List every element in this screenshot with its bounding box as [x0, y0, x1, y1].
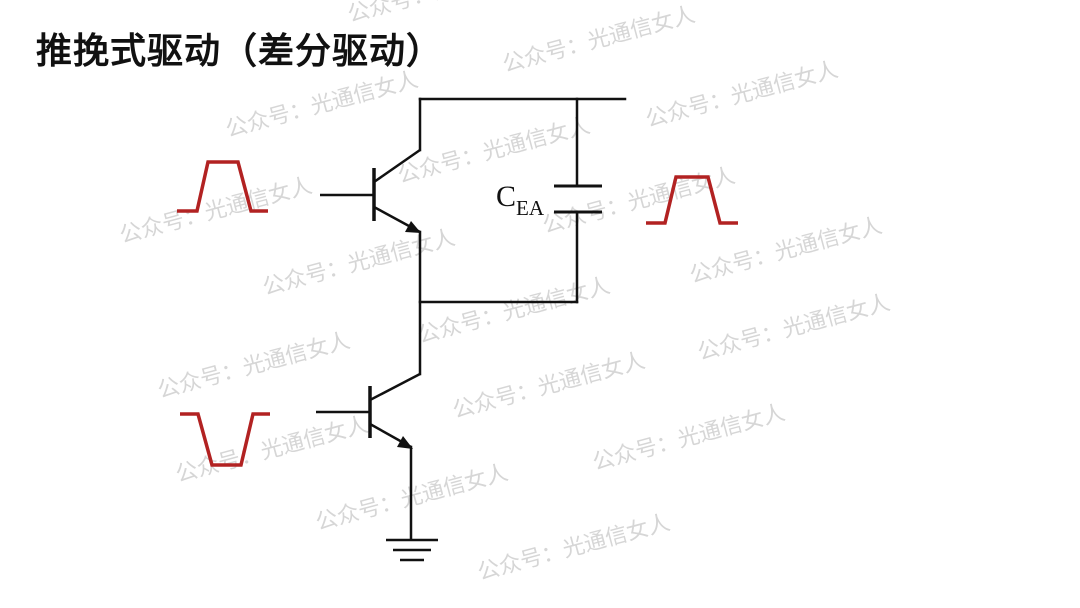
watermark-text: 公众号：光通信女人	[395, 113, 593, 188]
capacitor-icon	[554, 184, 602, 214]
watermark-text: 公众号：光通信女人	[415, 273, 613, 348]
circuit-wires	[409, 97, 627, 540]
slide-title: 推挽式驱动（差分驱动）	[36, 31, 444, 72]
watermark-text: 公众号：光通信女人	[687, 213, 885, 288]
watermark-text: 公众号：光通信女人	[173, 412, 371, 487]
capacitor-label: CEA	[496, 180, 545, 220]
watermark-text: 公众号：光通信女人	[345, 0, 543, 28]
watermark-layer: 公众号：光通信女人 公众号：光通信女人 公众号：光通信女人 公众号：光通信女人 …	[117, 0, 893, 586]
pulse-waveforms	[177, 160, 738, 467]
watermark-text: 公众号：光通信女人	[223, 67, 421, 142]
watermark-text: 公众号：光通信女人	[260, 225, 458, 300]
watermark-text: 公众号：光通信女人	[500, 2, 698, 77]
ground-icon	[386, 538, 438, 562]
watermark-text: 公众号：光通信女人	[540, 163, 738, 238]
watermark-text: 公众号：光通信女人	[643, 57, 841, 132]
watermark-text: 公众号：光通信女人	[475, 510, 673, 585]
watermark-text: 公众号：光通信女人	[590, 400, 788, 475]
watermark-text: 公众号：光通信女人	[450, 348, 648, 423]
watermark-text: 公众号：光通信女人	[117, 173, 315, 248]
watermark-text: 公众号：光通信女人	[155, 328, 353, 403]
lower-emitter-arrow-icon	[397, 436, 413, 449]
lower-input-inverted-pulse-icon	[180, 412, 270, 467]
output-pulse-icon	[646, 175, 738, 225]
upper-input-pulse-icon	[177, 160, 268, 213]
capacitor-label-main: C	[496, 180, 516, 213]
capacitor-label-subscript: EA	[516, 196, 545, 220]
lower-collector	[369, 372, 421, 402]
upper-emitter-arrow-icon	[405, 221, 421, 233]
watermark-text: 公众号：光通信女人	[695, 290, 893, 365]
upper-collector	[373, 148, 421, 184]
